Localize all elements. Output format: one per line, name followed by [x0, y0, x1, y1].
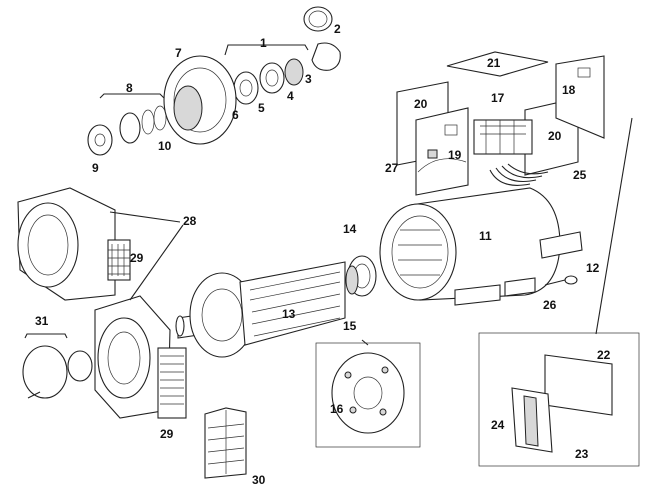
callout-1: 1	[260, 36, 267, 50]
callout-24: 24	[491, 418, 505, 432]
callout-30: 30	[252, 473, 266, 487]
callout-27: 27	[385, 161, 399, 175]
avr-detail	[478, 117, 640, 467]
callout-10: 10	[158, 139, 172, 153]
callout-18: 18	[562, 83, 576, 97]
callout-13: 13	[282, 307, 296, 321]
callout-25: 25	[573, 168, 587, 182]
callout-12: 12	[586, 261, 600, 275]
callout-29-lower: 29	[160, 427, 174, 441]
callout-31: 31	[35, 314, 49, 328]
callout-19: 19	[448, 148, 462, 162]
callout-15: 15	[343, 319, 357, 333]
callout-7: 7	[175, 46, 182, 60]
callout-20-right: 20	[548, 129, 562, 143]
callout-11: 11	[479, 229, 492, 243]
diode-bridge-detail	[315, 339, 421, 448]
callout-17: 17	[491, 91, 505, 105]
callout-8: 8	[126, 81, 133, 95]
callout-3: 3	[305, 72, 312, 86]
callout-29-upper: 29	[130, 251, 144, 265]
callout-22: 22	[597, 348, 611, 362]
callout-9: 9	[92, 161, 99, 175]
end-housing	[17, 187, 187, 419]
callout-23: 23	[575, 447, 589, 461]
callout-16: 16	[330, 402, 344, 416]
bearing-assembly	[87, 6, 341, 156]
callout-26: 26	[543, 298, 557, 312]
stator-housing	[379, 187, 583, 306]
callout-28: 28	[183, 214, 197, 228]
callout-21: 21	[487, 56, 501, 70]
callout-5: 5	[258, 101, 265, 115]
terminal-box-panels	[396, 51, 605, 196]
callout-4: 4	[287, 89, 294, 103]
rotor-assembly	[175, 255, 377, 358]
callout-labels: 1 2 3 4 5 6 7 8 9 10 11 12 13 14 15 16 1…	[35, 22, 611, 487]
callout-2: 2	[334, 22, 341, 36]
callout-6: 6	[232, 108, 239, 122]
callout-14: 14	[343, 222, 357, 236]
callout-20-left: 20	[414, 97, 428, 111]
louvre-panel	[204, 407, 247, 479]
